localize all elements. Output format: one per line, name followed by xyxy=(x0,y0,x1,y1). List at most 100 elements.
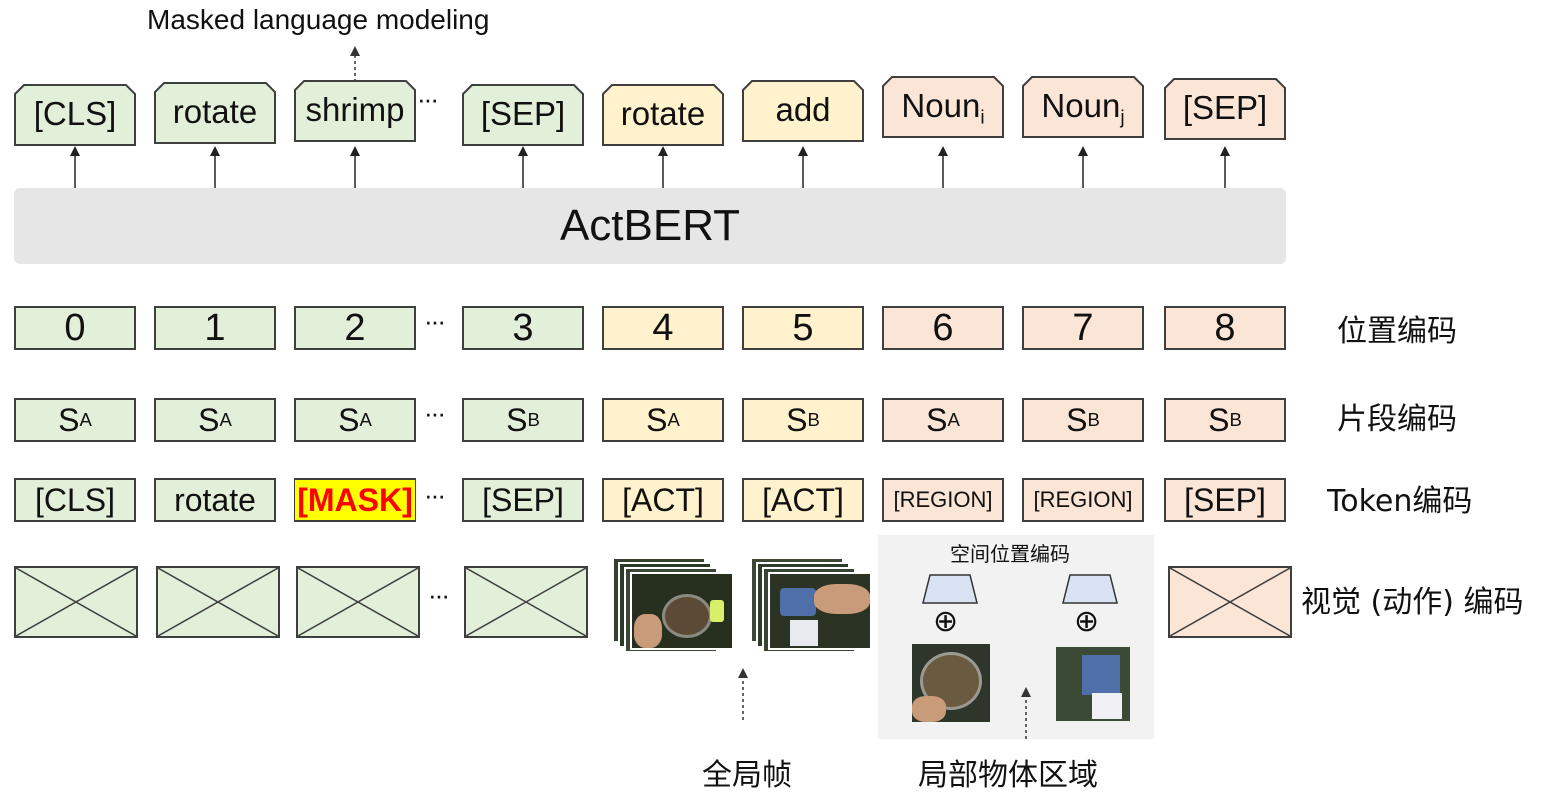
position-ellipsis: ··· xyxy=(424,306,446,336)
output-token-box: Nounj xyxy=(1022,76,1144,138)
position-box: 1 xyxy=(154,306,276,350)
box-text: S xyxy=(1066,401,1088,438)
visual-placeholder-box xyxy=(14,566,138,638)
position-box: 4 xyxy=(602,306,724,350)
output-box-shape xyxy=(1164,78,1286,140)
output-box-label: [SEP] xyxy=(1183,89,1267,127)
box-text: rotate xyxy=(620,95,706,132)
box-text: rotate xyxy=(172,93,258,130)
position-box: 7 xyxy=(1022,306,1144,350)
spatial-encoder-2 xyxy=(1062,574,1118,604)
token-row-label: Token编码 xyxy=(1327,484,1473,519)
output-arrow-head xyxy=(1220,146,1230,156)
masked-lm-label: Masked language modeling xyxy=(147,4,490,35)
box-text: shrimp xyxy=(305,91,405,128)
placeholder-cross-icon xyxy=(1170,568,1290,636)
output-arrow-head xyxy=(938,146,948,156)
placeholder-cross-icon xyxy=(298,568,418,636)
output-token-box: rotate xyxy=(154,82,276,144)
mlm-dashed-arrow xyxy=(350,46,360,88)
placeholder-cross-icon xyxy=(16,568,136,636)
output-box-shape xyxy=(742,80,864,142)
actbert-encoder: ActBERT xyxy=(14,188,1286,264)
position-box: 0 xyxy=(14,306,136,350)
mask-token-label: [MASK] xyxy=(295,480,415,520)
output-box-shape xyxy=(602,84,724,146)
visual-placeholder-box xyxy=(464,566,588,638)
placeholder-cross-icon xyxy=(466,568,586,636)
output-box-shape xyxy=(1022,76,1144,138)
segment-ellipsis: ··· xyxy=(424,398,446,428)
output-token-box: [SEP] xyxy=(1164,78,1286,140)
box-subscript: j xyxy=(1120,107,1125,129)
output-token-box: add xyxy=(742,80,864,142)
box-subscript: i xyxy=(980,107,985,129)
output-box-label: rotate xyxy=(173,93,257,131)
segment-row-label: 片段编码 xyxy=(1337,402,1457,437)
spatial-position-label: 空间位置编码 xyxy=(950,542,1070,566)
output-box-shape xyxy=(154,82,276,144)
token-box: [SEP] xyxy=(1164,478,1286,522)
output-arrow-head xyxy=(70,146,80,156)
position-box: 5 xyxy=(742,306,864,350)
position-box: 2 xyxy=(294,306,416,350)
output-arrow-head xyxy=(798,146,808,156)
box-text: S xyxy=(198,401,220,438)
box-text: S xyxy=(786,401,808,438)
token-box: [REGION] xyxy=(882,478,1004,522)
output-arrow-head xyxy=(350,146,360,156)
output-arrow-head xyxy=(658,146,668,156)
output-box-shape xyxy=(882,76,1004,138)
region-image-pot xyxy=(912,644,990,722)
box-text: [SEP] xyxy=(480,95,566,132)
position-box: 3 xyxy=(462,306,584,350)
box-text: S xyxy=(506,401,528,438)
box-text: S xyxy=(1208,401,1230,438)
output-arrows xyxy=(70,146,1230,188)
output-box-shape xyxy=(294,80,416,142)
box-text: Noun xyxy=(1041,87,1121,124)
regions-dashed-arrow xyxy=(1021,687,1031,739)
token-box: [SEP] xyxy=(462,478,584,522)
position-box: 8 xyxy=(1164,306,1286,350)
token-box: [ACT] xyxy=(602,478,724,522)
visual-row-label: 视觉 (动作) 编码 xyxy=(1301,585,1524,620)
token-box: rotate xyxy=(154,478,276,522)
actbert-label: ActBERT xyxy=(559,201,741,250)
region-panel: 空间位置编码 ⊕ ⊕ xyxy=(878,535,1154,739)
token-ellipsis: ··· xyxy=(424,480,446,510)
visual-placeholder-box xyxy=(1168,566,1292,638)
box-text: add xyxy=(775,91,831,128)
spatial-encoder-1 xyxy=(922,574,978,604)
output-token-box: rotate xyxy=(602,84,724,146)
output-arrow-head xyxy=(518,146,528,156)
output-ellipsis: ··· xyxy=(417,84,439,114)
global-frames-caption: 全局帧 xyxy=(702,758,792,793)
output-box-label: [CLS] xyxy=(34,95,117,133)
output-box-label: shrimp xyxy=(305,91,404,129)
output-token-box: shrimp xyxy=(294,80,416,142)
token-box: [REGION] xyxy=(1022,478,1144,522)
box-text: S xyxy=(58,401,80,438)
output-box-label: Nouni xyxy=(901,87,984,128)
output-box-label: add xyxy=(775,91,830,129)
placeholder-cross-icon xyxy=(158,568,278,636)
oplus-icon-2: ⊕ xyxy=(1074,605,1100,638)
output-arrow-head xyxy=(1078,146,1088,156)
box-text: S xyxy=(338,401,360,438)
box-text: S xyxy=(646,401,668,438)
token-box: [MASK] xyxy=(294,478,416,522)
output-box-label: Nounj xyxy=(1041,87,1124,128)
oplus-icon-1: ⊕ xyxy=(933,605,959,638)
output-token-box: [CLS] xyxy=(14,84,136,146)
box-text: [SEP] xyxy=(1182,89,1268,126)
